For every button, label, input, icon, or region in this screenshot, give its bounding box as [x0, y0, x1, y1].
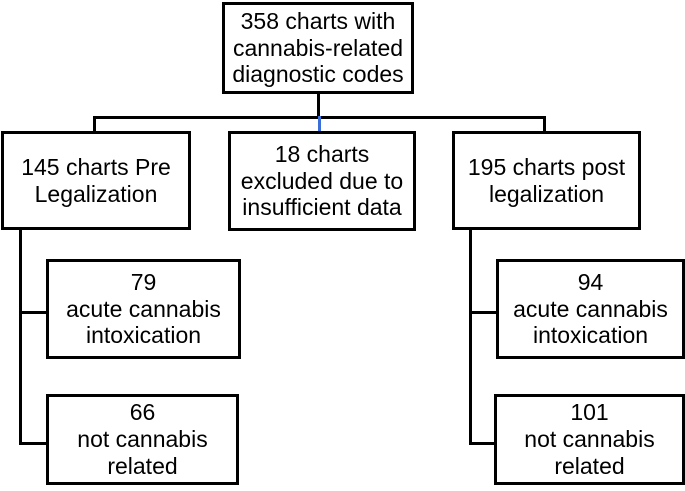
node-post-acute-intoxication-line-2: acute cannabis: [513, 295, 668, 322]
node-pre-not-cannabis-related: 66 not cannabis related: [46, 394, 239, 485]
node-pre-acute-intoxication-line-2: acute cannabis: [66, 295, 221, 322]
node-excluded-charts-line-1: 18 charts: [274, 140, 370, 167]
connector-pre-trunk: [19, 229, 22, 445]
node-excluded-charts-line-2: excluded due to: [240, 167, 404, 194]
connector-post-to-acute: [469, 311, 499, 314]
node-total-charts-line-2: cannabis-related: [232, 34, 404, 61]
node-post-not-cannabis-related-count: 101: [570, 399, 609, 426]
node-post-legalization-line-2: legalization: [488, 180, 605, 207]
connector-pre-to-not-related: [19, 442, 49, 445]
node-pre-not-cannabis-related-line-3: related: [107, 452, 178, 479]
node-pre-legalization-line-2: Legalization: [34, 180, 158, 207]
connector-root-stem: [317, 94, 320, 119]
node-post-not-cannabis-related-line-2: not cannabis: [524, 426, 655, 453]
connector-post-trunk: [469, 229, 472, 445]
node-post-acute-intoxication-count: 94: [577, 268, 604, 295]
node-total-charts-line-1: 358 charts with: [240, 7, 396, 34]
node-pre-not-cannabis-related-line-2: not cannabis: [77, 426, 208, 453]
node-post-acute-intoxication: 94 acute cannabis intoxication: [496, 259, 685, 359]
node-pre-legalization-line-1: 145 charts Pre: [21, 153, 171, 180]
node-post-not-cannabis-related: 101 not cannabis related: [494, 394, 685, 485]
node-pre-acute-intoxication: 79 acute cannabis intoxication: [46, 259, 241, 359]
connector-pre-to-acute: [19, 311, 49, 314]
node-post-not-cannabis-related-line-3: related: [554, 452, 625, 479]
connector-drop-pre: [93, 116, 96, 133]
node-post-acute-intoxication-line-3: intoxication: [532, 322, 649, 349]
connector-drop-post: [543, 116, 546, 133]
node-pre-not-cannabis-related-count: 66: [129, 399, 156, 426]
node-post-legalization: 195 charts post legalization: [452, 131, 641, 230]
node-pre-legalization: 145 charts Pre Legalization: [1, 131, 191, 230]
connector-drop-excluded: [318, 116, 321, 133]
node-pre-acute-intoxication-count: 79: [130, 268, 157, 295]
node-post-legalization-line-1: 195 charts post: [467, 153, 626, 180]
node-pre-acute-intoxication-line-3: intoxication: [85, 322, 202, 349]
node-total-charts: 358 charts with cannabis-related diagnos…: [222, 2, 414, 94]
connector-post-to-not-related: [469, 442, 499, 445]
node-excluded-charts-line-3: insufficient data: [242, 194, 402, 221]
node-total-charts-line-3: diagnostic codes: [232, 61, 404, 88]
node-excluded-charts: 18 charts excluded due to insufficient d…: [228, 131, 416, 231]
